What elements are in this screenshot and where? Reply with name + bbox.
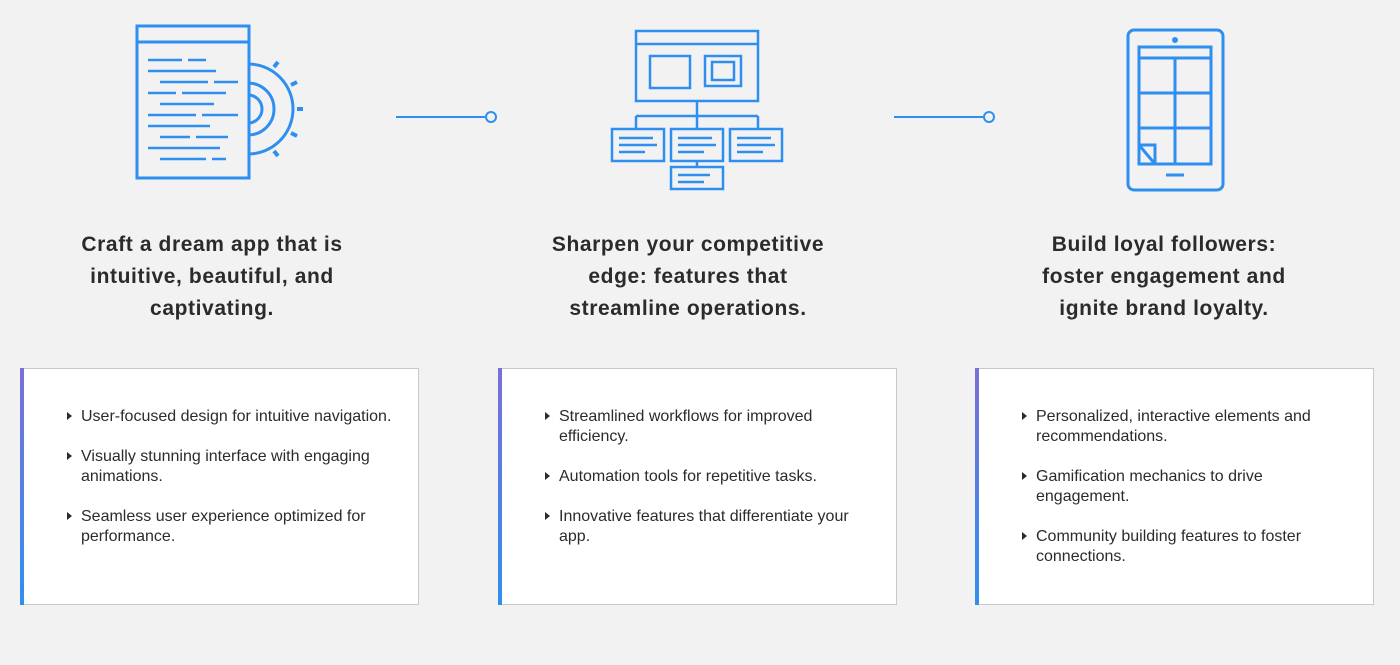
mobile-grid-icon [1126,28,1225,192]
card-accent-bar [975,368,979,605]
caret-right-icon [545,472,550,480]
list-item: Visually stunning interface with engagin… [67,447,397,487]
feature-card-2: Streamlined workflows for improved effic… [498,368,897,605]
column-heading-1: Craft a dream app that is intuitive, bea… [81,233,343,320]
connector-line [894,111,995,123]
caret-right-icon [545,512,550,520]
bullet-text: Automation tools for repetitive tasks. [559,468,817,485]
list-item: Seamless user experience optimized for p… [67,507,397,547]
list-item: Community building features to foster co… [1022,527,1352,567]
column-heading-3: Build loyal followers: foster engagement… [1042,233,1286,320]
bullet-text: Personalized, interactive elements and r… [1036,408,1311,445]
list-item: Personalized, interactive elements and r… [1022,407,1352,447]
caret-right-icon [67,452,72,460]
feature-card-3: Personalized, interactive elements and r… [975,368,1374,605]
bullet-list: User-focused design for intuitive naviga… [67,407,397,567]
bullet-text: Visually stunning interface with engagin… [81,448,370,485]
list-item: Innovative features that differentiate y… [545,507,875,547]
bullet-text: Innovative features that differentiate y… [559,508,849,545]
list-item: Streamlined workflows for improved effic… [545,407,875,447]
bullet-text: Community building features to foster co… [1036,528,1302,565]
connector-line [396,111,497,123]
bullet-text: Seamless user experience optimized for p… [81,508,366,545]
card-accent-bar [20,368,24,605]
feature-card-1: User-focused design for intuitive naviga… [20,368,419,605]
bullet-text: Gamification mechanics to drive engageme… [1036,468,1263,505]
card-accent-bar [498,368,502,605]
bullet-text: User-focused design for intuitive naviga… [81,408,392,425]
sitemap-icon [610,29,784,191]
caret-right-icon [67,512,72,520]
caret-right-icon [1022,472,1027,480]
bullet-list: Streamlined workflows for improved effic… [545,407,875,567]
list-item: Gamification mechanics to drive engageme… [1022,467,1352,507]
bullet-text: Streamlined workflows for improved effic… [559,408,813,445]
list-item: Automation tools for repetitive tasks. [545,467,875,487]
document-gear-icon [135,24,303,180]
caret-right-icon [1022,532,1027,540]
caret-right-icon [1022,412,1027,420]
bullet-list: Personalized, interactive elements and r… [1022,407,1352,587]
list-item: User-focused design for intuitive naviga… [67,407,397,427]
caret-right-icon [67,412,72,420]
caret-right-icon [545,412,550,420]
column-heading-2: Sharpen your competitive edge: features … [551,233,825,320]
